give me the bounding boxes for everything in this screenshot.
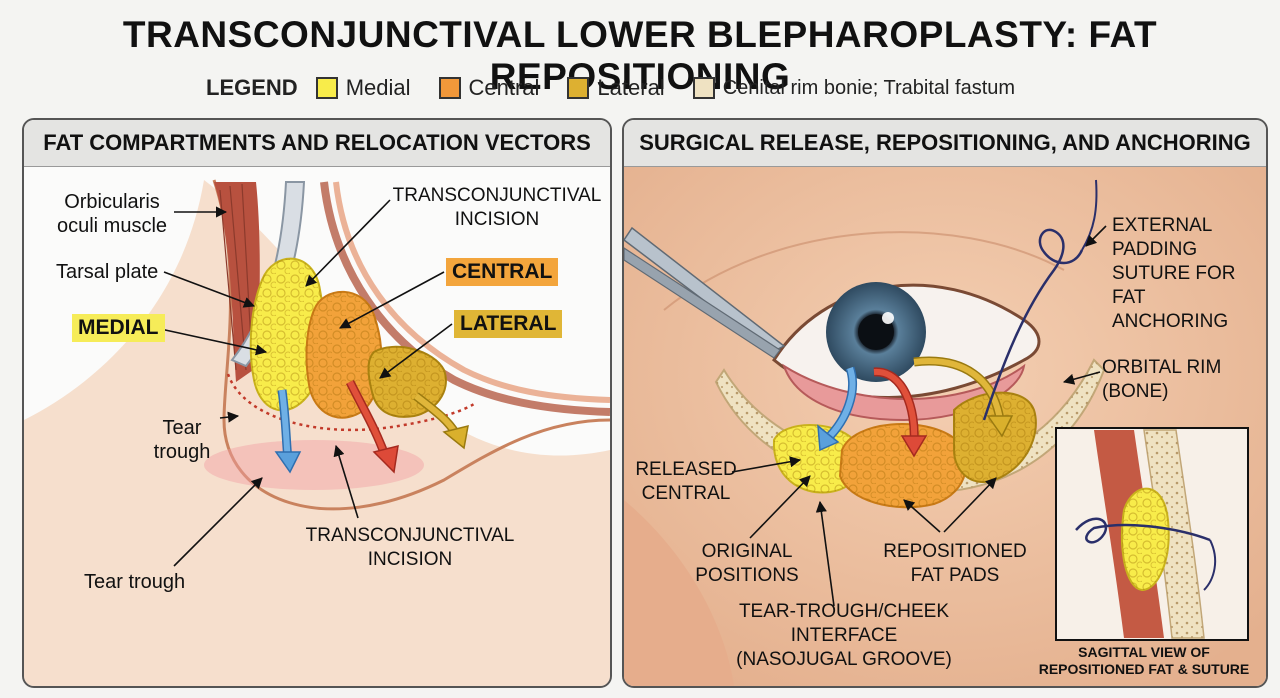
legend-swatch-medial [315,77,338,99]
label-original-positions: ORIGINAL POSITIONS [695,541,799,586]
legend-swatch-lateral [567,77,590,99]
left-panel: FAT COMPARTMENTS AND RELOCATION VECTORS [22,118,612,688]
right-panel: SURGICAL RELEASE, REPOSITIONING, AND ANC… [622,118,1268,688]
legend-item-lateral: Lateral [567,75,665,101]
label-orbital-rim: ORBITAL RIM (BONE) [1102,357,1222,402]
label-released-central: RELEASED CENTRAL [635,459,737,504]
label-tarsal-plate: Tarsal plate [56,261,159,283]
legend-label-lateral: Lateral [597,75,665,100]
legend-label-central: Central [468,75,540,100]
label-tear-trough-lower: Tear trough [84,571,186,593]
right-panel-header: SURGICAL RELEASE, REPOSITIONING, AND ANC… [624,120,1266,167]
inset-caption: SAGITTAL VIEW OF REPOSITIONED FAT & SUTU… [1038,644,1250,677]
left-anatomy-illustration [24,179,610,686]
legend-item-central: Central [438,75,540,101]
label-orbicularis: Orbicularis oculi muscle [56,191,168,237]
label-incision-bottom: TRANSCONJUNCTIVAL INCISION [305,525,515,570]
legend-swatch-central [438,77,461,99]
right-eye-illustration [624,166,1266,686]
legend-swatch-bone [692,77,715,99]
label-nasojugal-groove: TEAR-TROUGH/CHEEK INTERFACE (NASOJUGAL G… [736,601,952,670]
legend-item-bone: Cenital rim bonie; Trabital fastum [692,76,1016,100]
tag-medial: MEDIAL [72,314,165,342]
label-tear-trough-upper: Tear trough [153,417,211,463]
page-title: TRANSCONJUNCTIVAL LOWER BLEPHAROPLASTY: … [122,14,1158,97]
tag-lateral: LATERAL [454,310,563,338]
label-incision-top: TRANSCONJUNCTIVAL INCISION [392,185,602,230]
legend-item-medial: Medial [315,75,411,101]
legend-label-bone: Cenital rim bonie; Trabital fastum [722,76,1016,99]
legend: LEGEND Medial Central Lateral Cenital ri… [206,74,1043,102]
legend-label-medial: Medial [345,75,411,100]
left-panel-header: FAT COMPARTMENTS AND RELOCATION VECTORS [24,120,610,167]
tag-central: CENTRAL [446,258,559,286]
legend-title: LEGEND [206,75,298,100]
label-repositioned-fat: REPOSITIONED FAT PADS [883,541,1027,586]
label-suture: EXTERNAL PADDING SUTURE FOR FAT ANCHORIN… [1112,215,1236,332]
